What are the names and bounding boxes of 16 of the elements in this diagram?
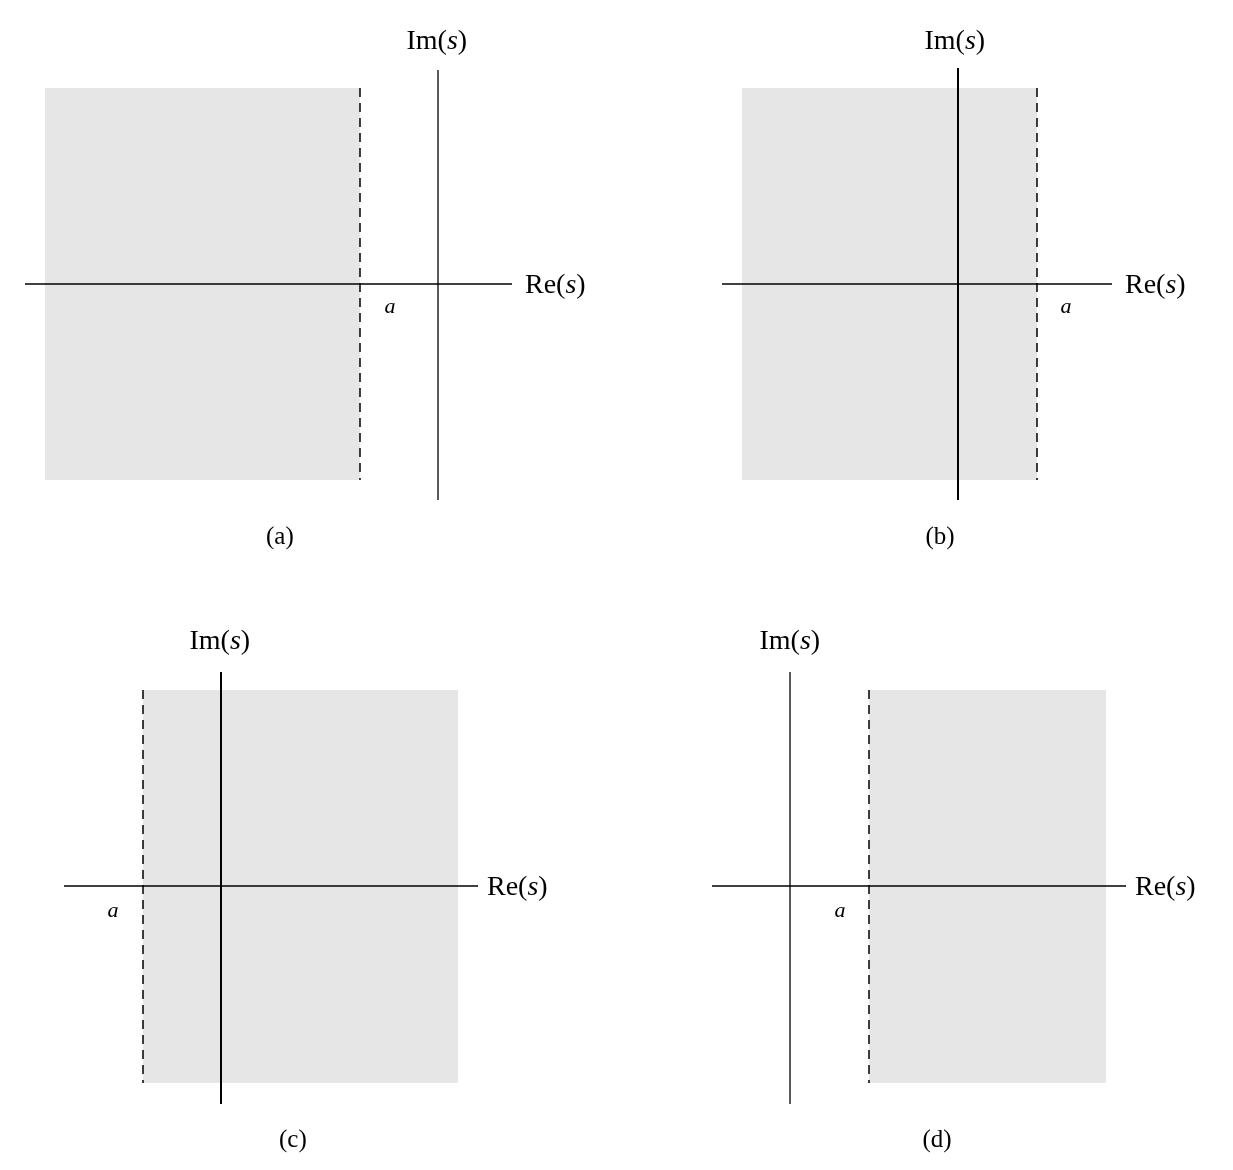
panel-caption: (c)	[279, 1125, 307, 1151]
point-label: a	[834, 899, 846, 921]
axis-label: Re(s)	[1135, 872, 1196, 900]
panel-caption: (b)	[925, 522, 955, 548]
axis-label: Im(s)	[406, 26, 468, 54]
axis-label: Re(s)	[1125, 270, 1186, 298]
point-label: a	[1060, 295, 1072, 317]
point-label: a	[107, 899, 119, 921]
axis-label: Re(s)	[487, 872, 548, 900]
axis-label: Im(s)	[924, 26, 986, 54]
point-label: a	[384, 295, 396, 317]
panel-caption: (d)	[922, 1125, 952, 1151]
axis-label: Re(s)	[525, 270, 586, 298]
panel-caption: (a)	[266, 522, 294, 548]
axis-label: Im(s)	[759, 626, 821, 654]
axis-label: Im(s)	[189, 626, 251, 654]
